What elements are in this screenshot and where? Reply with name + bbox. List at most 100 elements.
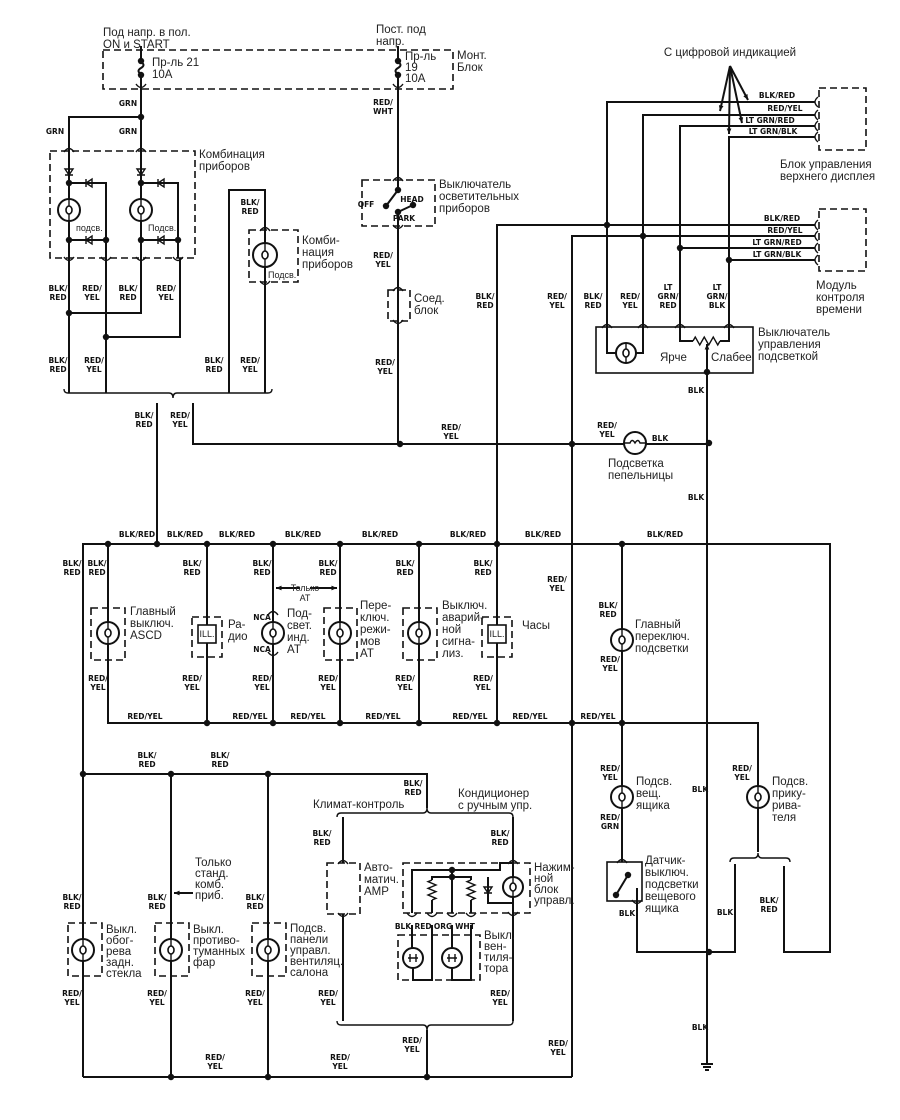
wire-label-red-yel: RED/YEL [600, 764, 620, 782]
wire-label-line: RED [396, 568, 413, 577]
label-instrument-cluster-line: Комбинация [199, 149, 265, 161]
label-shift-line: режи- [360, 624, 391, 636]
label-at-indicator-line: инд. [287, 632, 310, 644]
label-vent-panel-line: панели [290, 934, 328, 946]
label-clock: Часы [522, 620, 550, 632]
label-illum-1-line: подсв. [76, 223, 103, 233]
wire-label-red-yel: RED/YEL [330, 1053, 350, 1071]
wire-label-blk: BLK [619, 909, 636, 918]
label-std-only-line: Только [195, 857, 232, 869]
bulb-filament [104, 628, 112, 638]
label-fog-line: Выкл. [193, 924, 224, 936]
wire-label-lt-grn-red: LT GRN/RED [745, 116, 794, 125]
wire-label-blk-red: BLK/RED [210, 751, 229, 769]
ascd-switch-bulb-icon [96, 621, 120, 645]
wire-label-blk-red: BLK/RED [62, 559, 81, 577]
wire [451, 925, 472, 981]
wire-label-line: RED/ [600, 655, 620, 664]
wire-label-line: LT GRN/RED [752, 238, 801, 247]
wire-label-line: YEL [601, 773, 618, 782]
connector-icon [814, 96, 819, 108]
wire-label-line: RED/ [548, 1039, 568, 1048]
bracket [63, 388, 273, 399]
label-ascd-line: выключ. [130, 618, 174, 630]
wire-label-line: BLK/RED [167, 530, 203, 539]
wire-label-red-yel: RED/YEL [600, 655, 620, 673]
wire [69, 182, 107, 258]
wire-label-line: NCA [253, 645, 271, 654]
label-hazard-line: лиз. [442, 648, 464, 660]
label-dimmer-line: управления [758, 339, 821, 351]
wire-label-red-yel: RED/YEL [375, 358, 395, 376]
label-lighter-line: теля [772, 812, 796, 824]
label-fan-switch: Выкл.вен-тиля-тора [484, 930, 515, 975]
junction-dot [448, 866, 456, 874]
wire-label-line: RED/ [732, 764, 752, 773]
label-joint-block-line: Соед. [414, 293, 445, 305]
wire-label-line: BLK/ [252, 559, 271, 568]
label-joint-block-line: блок [414, 305, 439, 317]
wire [412, 925, 433, 981]
wire-label-red-yel: RED/YEL [318, 674, 338, 692]
label-amp-line: AMP [364, 886, 389, 898]
arrow-head-icon [726, 128, 732, 134]
bulb-filament [618, 792, 626, 802]
label-shift-line: AT [360, 648, 374, 660]
label-main-dimmer-line: подсветки [635, 643, 689, 655]
wire-label-line: RED/ [547, 292, 567, 301]
junction-dot [725, 256, 733, 264]
label-switch-head-line: HEAD [400, 195, 423, 204]
ill-label: ILL. [489, 629, 504, 639]
wire-label-line: YEL [246, 998, 263, 1007]
wire-label-line: RED/YEL [127, 712, 162, 721]
diode-icon [156, 234, 165, 246]
connector-icon [637, 323, 649, 329]
wire-label-line: RED/ [441, 423, 461, 432]
wire-label-blk-red: BLK/RED [759, 896, 778, 914]
wire-label-line: RED/ [473, 674, 493, 683]
wire-label-line: YEL [83, 293, 100, 302]
wire-label-red-yel: RED/YEL [147, 989, 167, 1007]
wire-label-line: BLK/RED [219, 530, 255, 539]
connector-icon [814, 242, 819, 254]
wire [83, 773, 428, 808]
wire-label-line: BLK/ [403, 779, 422, 788]
label-glove-switch-line: ящика [645, 903, 679, 915]
wire-label-grn: GRN [119, 127, 137, 136]
radio-box [191, 616, 223, 658]
connector-icon [814, 120, 819, 132]
label-std-only-line: комб. [195, 879, 224, 891]
wire-label-line: BLK/ [182, 559, 201, 568]
wire-label-red-yel: RED/YEL [365, 712, 400, 721]
wire [642, 114, 815, 327]
label-defrost-line: задн. [106, 957, 134, 969]
wire-label-line: YEL [63, 998, 80, 1007]
junction-dot [409, 201, 417, 209]
label-push-block-line: блок [534, 884, 559, 896]
wire-label-line: YEL [241, 365, 258, 374]
ground-icon [701, 1058, 713, 1071]
wire-label-line: RED [404, 788, 421, 797]
bulb-filament [264, 945, 272, 955]
wire-label-red-yel: RED/YEL [88, 674, 108, 692]
label-fan-switch-line: тора [484, 963, 509, 975]
ascd-switch-box [90, 607, 126, 661]
wire-label-wht: WHT [455, 922, 476, 931]
wire-label-line: YEL [171, 420, 188, 429]
wire-label-red-yel: RED/YEL [290, 712, 325, 721]
wire-label-line: YEL [549, 1048, 566, 1057]
label-hazard-line: аварий- [442, 612, 484, 624]
pointer-line [728, 65, 731, 135]
wire-label-line: RED [205, 365, 222, 374]
